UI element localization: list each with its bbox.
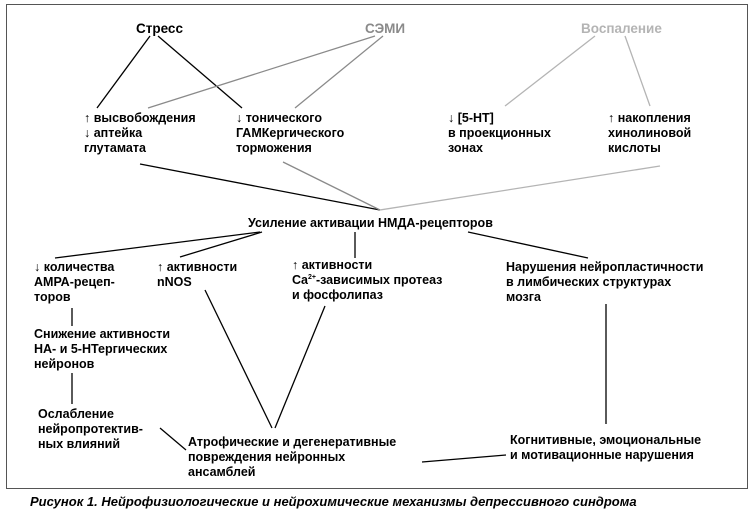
ca-line-1: ↑ активности (292, 258, 373, 272)
node-quinolinic-acid: ↑ накопления хинолиновой кислоты (608, 111, 692, 155)
ca-prefix: Ca (292, 273, 308, 287)
node-cognitive-disorders: Когнитивные, эмоциональные и мотивационн… (510, 433, 702, 462)
node-ca-proteases: ↑ активности Ca2+-зависимых протеаз и фо… (292, 258, 442, 303)
source-stress: Стресс (136, 21, 183, 36)
source-semi: СЭМИ (365, 21, 406, 36)
link-semi-gaba (294, 35, 384, 109)
node-nmda-activation: Усиление активации НМДА-рецепторов (248, 216, 493, 230)
link-stress-gaba (157, 35, 243, 109)
node-neuroplasticity: Нарушения нейропластичности в лимбически… (506, 260, 704, 304)
source-inflammation: Воспаление (581, 21, 662, 36)
link-ca-atrophic (274, 305, 326, 429)
ca-superscript: 2+ (307, 273, 316, 281)
link-nmda-neuroplasticity (467, 231, 589, 259)
figure-caption: Рисунок 1. Нейрофизиологические и нейрох… (30, 494, 637, 509)
link-glutamate-nmda (139, 163, 381, 211)
link-cognitive-atrophic (421, 454, 507, 463)
link-inflammation-5ht (504, 35, 596, 107)
link-stress-glutamate (96, 35, 151, 109)
link-semi-glutamate (147, 35, 376, 109)
link-gaba-nmda (282, 161, 381, 211)
node-ampa-receptors: ↓ количества АМРА-рецеп- торов (34, 260, 115, 304)
link-quinolinic-nmda (379, 165, 661, 211)
node-nnos: ↑ активности nNOS (157, 260, 238, 289)
node-na-5ht-neurons: Снижение активности НА- и 5-НТергических… (34, 327, 171, 371)
link-inflammation-quinolinic (624, 35, 651, 107)
node-atrophic-damage: Атрофические и дегенеративные повреждени… (188, 435, 397, 479)
node-glutamate: ↑ высвобождения ↓ аптейка глутамата (84, 111, 196, 155)
diagram-frame (6, 4, 748, 489)
link-nmda-nnos (179, 231, 263, 258)
ca-suffix: -зависимых протеаз (315, 273, 443, 287)
node-neuroprotective: Ослабление нейропротектив- ных влияний (38, 407, 143, 451)
node-5ht-projection: ↓ [5-НТ] в проекционных зонах (448, 111, 551, 155)
link-nnos-atrophic (204, 289, 273, 429)
link-neuroprotective-atrophic (159, 427, 187, 451)
ca-line-3: и фосфолипаз (292, 288, 383, 302)
node-gaba-inhibition: ↓ тонического ГАМКергического торможения (236, 111, 345, 155)
link-nmda-ampa (54, 231, 261, 259)
